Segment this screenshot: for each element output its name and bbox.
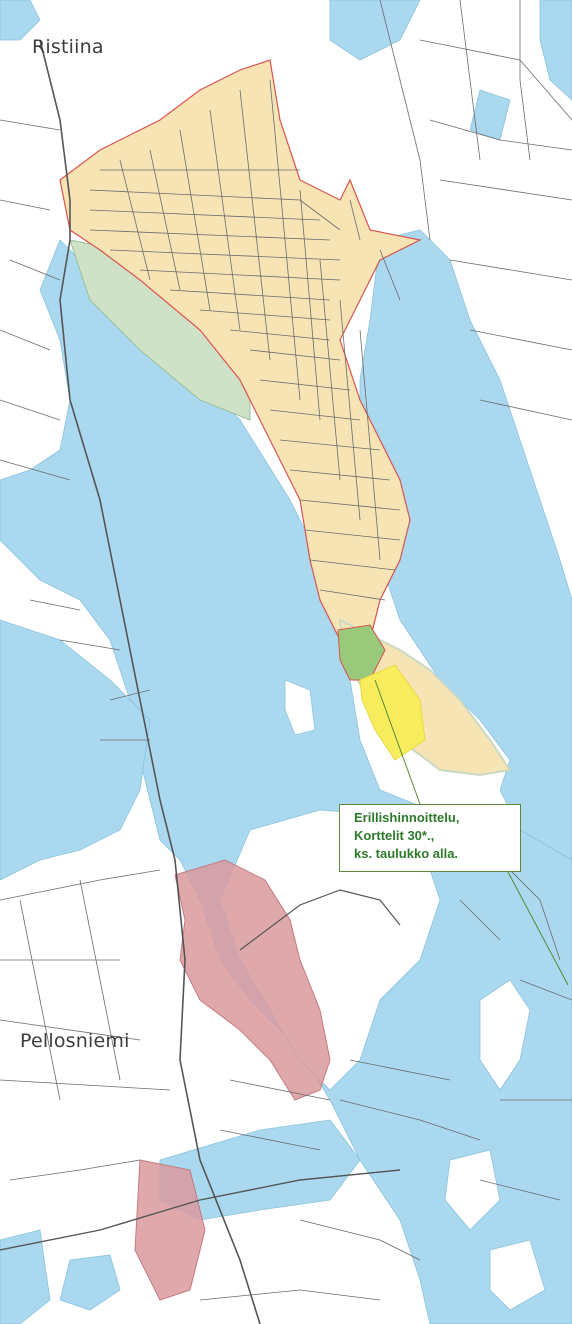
leader-down: [507, 871, 569, 986]
callout-leaders: [374, 679, 569, 986]
zone-primary-urban: [59, 59, 422, 662]
island-southeast: [444, 1149, 501, 1231]
place-label-pellosniemi: Pellosniemi: [20, 1030, 130, 1052]
leader-up: [374, 679, 421, 805]
water-west-bay: [0, 619, 151, 881]
zone-special-yellow: [359, 664, 426, 761]
island-south: [489, 1239, 546, 1311]
callout-line-1: Erillishinnoittelu,: [354, 810, 460, 825]
island-east: [479, 979, 531, 1091]
south-road: [0, 1169, 401, 1251]
zones: [59, 59, 512, 1301]
callout-line-2: Korttelit 30*.,: [354, 828, 435, 843]
peninsula-road: [239, 889, 401, 951]
water-south-pond: [59, 1254, 121, 1311]
map-callout: Erillishinnoittelu, Korttelit 30*., ks. …: [339, 804, 521, 872]
place-label-ristiina: Ristiina: [32, 36, 104, 58]
islands: [219, 679, 546, 1311]
water-north-lake: [329, 0, 421, 61]
zone-red-north: [174, 859, 331, 1101]
water-southwest: [0, 1229, 51, 1324]
water-northeast: [539, 0, 572, 101]
callout-line-3: ks. taulukko alla.: [354, 846, 459, 861]
zone-red-south: [134, 1159, 206, 1301]
main-road: [39, 39, 261, 1324]
island-small: [284, 679, 316, 736]
water-northwest: [0, 0, 41, 41]
